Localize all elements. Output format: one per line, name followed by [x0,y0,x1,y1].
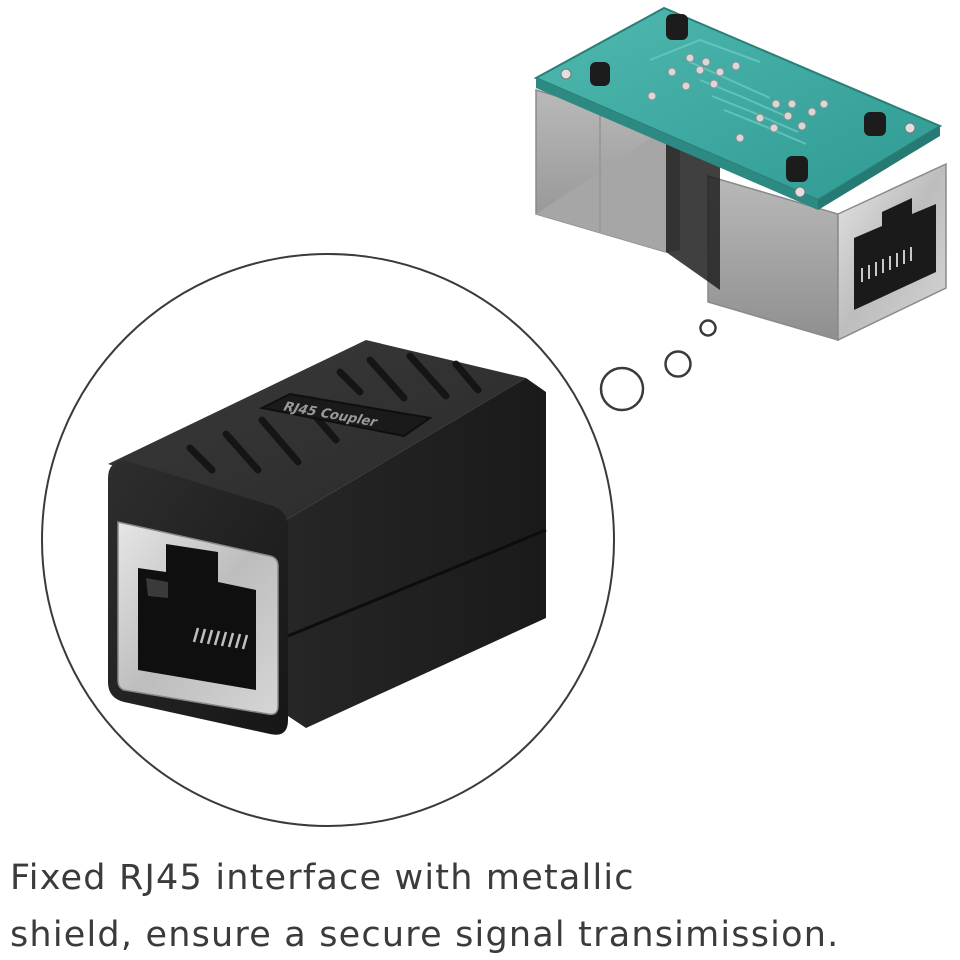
thought-bubble-medium [664,350,692,378]
rj45-coupler-black: RJ45 Coupler [108,340,547,735]
caption-line-2: shield, ensure a secure signal transimis… [10,915,840,955]
metal-shield-front [117,521,279,716]
product-illustration: RJ45 Coupler [41,6,947,827]
coupler-inside-view [533,6,947,342]
thought-bubble-small [699,319,717,337]
thought-bubble-large [599,366,645,412]
caption-line-1: Fixed RJ45 interface with metallic [10,858,635,898]
